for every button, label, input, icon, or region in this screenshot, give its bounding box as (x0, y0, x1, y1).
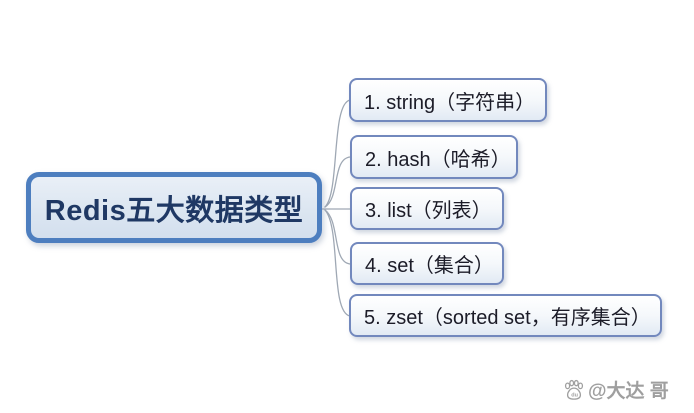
connector-branch-1 (324, 99, 351, 208)
baidu-paw-icon: du (564, 379, 584, 400)
connector-branch-4 (324, 209, 351, 265)
branch-node-set: 4. set（集合） (350, 242, 504, 285)
connector-branch-2 (324, 156, 351, 208)
connector-branch-5 (324, 209, 351, 317)
branch-node-string: 1. string（字符串） (349, 78, 547, 122)
watermark: du @大达 哥 (563, 376, 669, 403)
branch-node-zset: 5. zset（sorted set，有序集合） (349, 294, 662, 337)
root-topic: Redis五大数据类型 (26, 172, 322, 243)
watermark-text: @大达 哥 (588, 381, 669, 402)
branch-node-hash: 2. hash（哈希） (350, 135, 518, 179)
branch-node-list: 3. list（列表） (350, 187, 504, 230)
svg-text:du: du (571, 392, 578, 398)
